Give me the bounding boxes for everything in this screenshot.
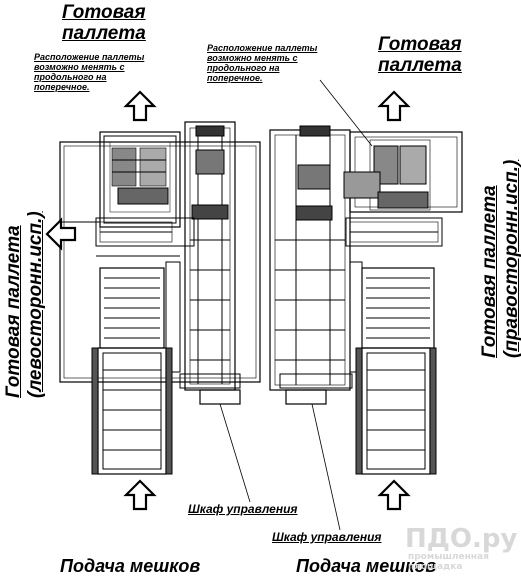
note-left-line2: возможно менять с bbox=[34, 62, 125, 72]
watermark-subtitle: промышленная площадка bbox=[408, 552, 489, 572]
right-vertical-label-line1: Готовая паллета bbox=[479, 185, 500, 358]
feed-label-left: Подача мешков bbox=[60, 556, 201, 576]
top-left-title-line1: Готовая bbox=[62, 2, 146, 23]
note-left-line4: поперечное. bbox=[34, 82, 90, 92]
right-machine bbox=[269, 79, 463, 531]
left-machine bbox=[59, 121, 261, 503]
left-vertical-label-line2: (левосторонн.исп.) bbox=[25, 211, 46, 398]
outline-arrow-icon bbox=[378, 479, 410, 511]
cabinet-label-left: Шкаф управления bbox=[188, 502, 298, 516]
left-vertical-label-line1: Готовая паллета bbox=[3, 225, 24, 398]
outline-arrow-icon bbox=[124, 90, 156, 122]
outline-arrow-icon bbox=[45, 218, 77, 250]
note-right-line3: продольного на bbox=[207, 63, 280, 73]
outline-arrow-icon bbox=[124, 479, 156, 511]
note-right-line4: поперечное. bbox=[207, 73, 263, 83]
right-vertical-label-line2: (правосторонн.исп.) bbox=[501, 159, 521, 358]
note-right-line2: возможно менять с bbox=[207, 53, 298, 63]
outline-arrow-icon bbox=[378, 90, 410, 122]
cabinet-label-right: Шкаф управления bbox=[272, 530, 382, 544]
note-left-line1: Расположение паллеты bbox=[34, 52, 145, 62]
top-right-title-line1: Готовая bbox=[378, 34, 462, 55]
top-right-title-line2: паллета bbox=[378, 55, 462, 76]
note-left-line3: продольного на bbox=[34, 72, 107, 82]
watermark-logo: ПДО.ру bbox=[405, 524, 518, 554]
note-right-line1: Расположение паллеты bbox=[207, 43, 318, 53]
feed-label-right: Подача мешков bbox=[296, 556, 437, 576]
top-left-title-line2: паллета bbox=[62, 23, 146, 44]
